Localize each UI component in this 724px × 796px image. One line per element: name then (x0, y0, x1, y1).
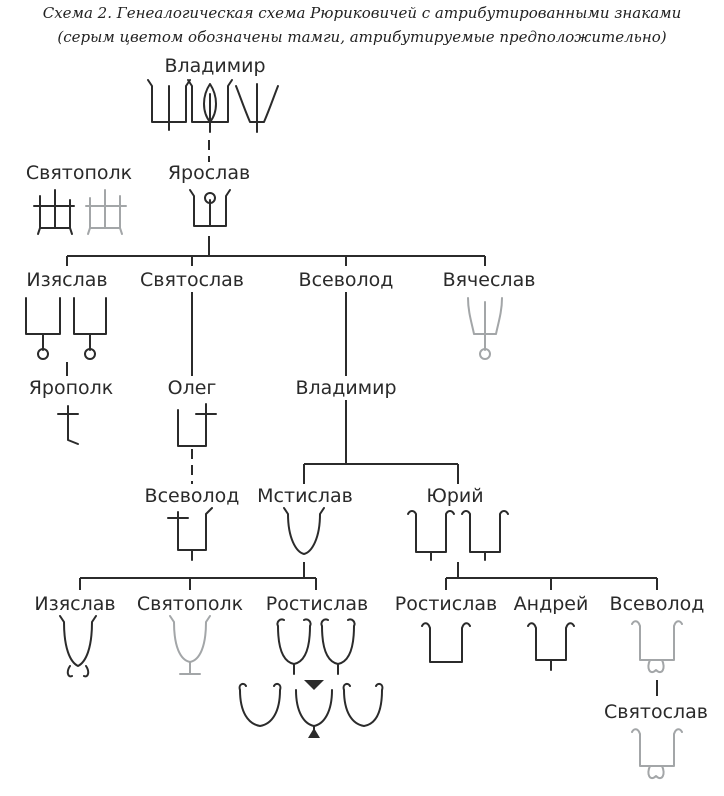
person-yaroslav: Ярослав (167, 162, 251, 184)
tamga-mstislav-icon (283, 507, 325, 555)
person-svyatoslav-yaroslavich: Святослав (139, 269, 245, 291)
diagram-caption-line-1: Схема 2. Генеалогическая схема Рюрикович… (42, 4, 682, 22)
diagram-caption-line-2: (серым цветом обозначены тамги, атрибути… (57, 28, 667, 46)
tamga-svyatopolk-1-icon (33, 189, 75, 235)
person-svyatopolk-vladimirovich: Святополк (25, 162, 133, 184)
tamga-vladimir-3-icon (235, 83, 279, 133)
tamga-yaropolk-icon (57, 405, 79, 445)
tamga-izyaslav-mstislavich-icon (59, 615, 97, 678)
person-svyatoslav-vsevolodovich: Святослав (603, 701, 709, 723)
person-izyaslav-yaroslavich: Изяслав (26, 269, 108, 291)
tamga-rostislav-mstislavich-3-icon (238, 682, 282, 727)
tamga-svyatopolk-mstislavich-presumed-icon (169, 615, 211, 675)
person-andrey: Андрей (513, 593, 589, 615)
person-vladimir-monomakh: Владимир (295, 377, 397, 399)
tamga-vyacheslav-presumed-icon (467, 297, 503, 360)
tamga-oleg-icon (177, 403, 217, 447)
tamga-rostislav-mstislavich-1-icon (276, 618, 312, 675)
tamga-rostislav-mstislavich-4-icon (295, 680, 333, 738)
person-vsevolod-yaroslavich: Всеволод (298, 269, 394, 291)
tamga-svyatopolk-2-presumed-icon (85, 189, 127, 235)
person-vyacheslav: Вячеслав (442, 269, 536, 291)
tamga-yuri-1-icon (407, 510, 455, 561)
person-rostislav-yurievich: Ростислав (394, 593, 498, 615)
tamga-rostislav-mstislavich-5-icon (342, 682, 384, 727)
connector-lines (66, 140, 658, 696)
tamga-yaroslav-icon (189, 189, 231, 227)
tamga-izyaslav-2-icon (73, 297, 107, 360)
tamga-andrey-icon (527, 622, 575, 671)
person-rostislav-mstislavich: Ростислав (265, 593, 369, 615)
tamga-svyatoslav-vsevolodovich-presumed-icon (631, 728, 683, 780)
tamga-izyaslav-1-icon (25, 297, 61, 360)
tamga-vladimir-2-icon (187, 79, 233, 133)
tamga-vladimir-1-icon (147, 79, 191, 131)
person-vsevolod-yurievich: Всеволод (609, 593, 705, 615)
person-yaropolk: Ярополк (28, 377, 114, 399)
tamga-vsevolod-olegovich-icon (167, 507, 213, 561)
person-yuri: Юрий (426, 485, 484, 507)
person-svyatopolk-mstislavich: Святополк (136, 593, 244, 615)
person-mstislav: Мстислав (257, 485, 353, 507)
tamga-yuri-2-icon (461, 510, 509, 561)
tamga-vsevolod-yurievich-presumed-icon (631, 620, 683, 674)
tamga-rostislav-mstislavich-2-icon (320, 618, 356, 675)
tamga-rostislav-yurievich-icon (421, 622, 471, 663)
person-oleg: Олег (167, 377, 217, 399)
person-izyaslav-mstislavich: Изяслав (34, 593, 116, 615)
person-vladimir-sviatoslavich: Владимир (164, 55, 266, 77)
person-vsevolod-olegovich: Всеволод (144, 485, 240, 507)
